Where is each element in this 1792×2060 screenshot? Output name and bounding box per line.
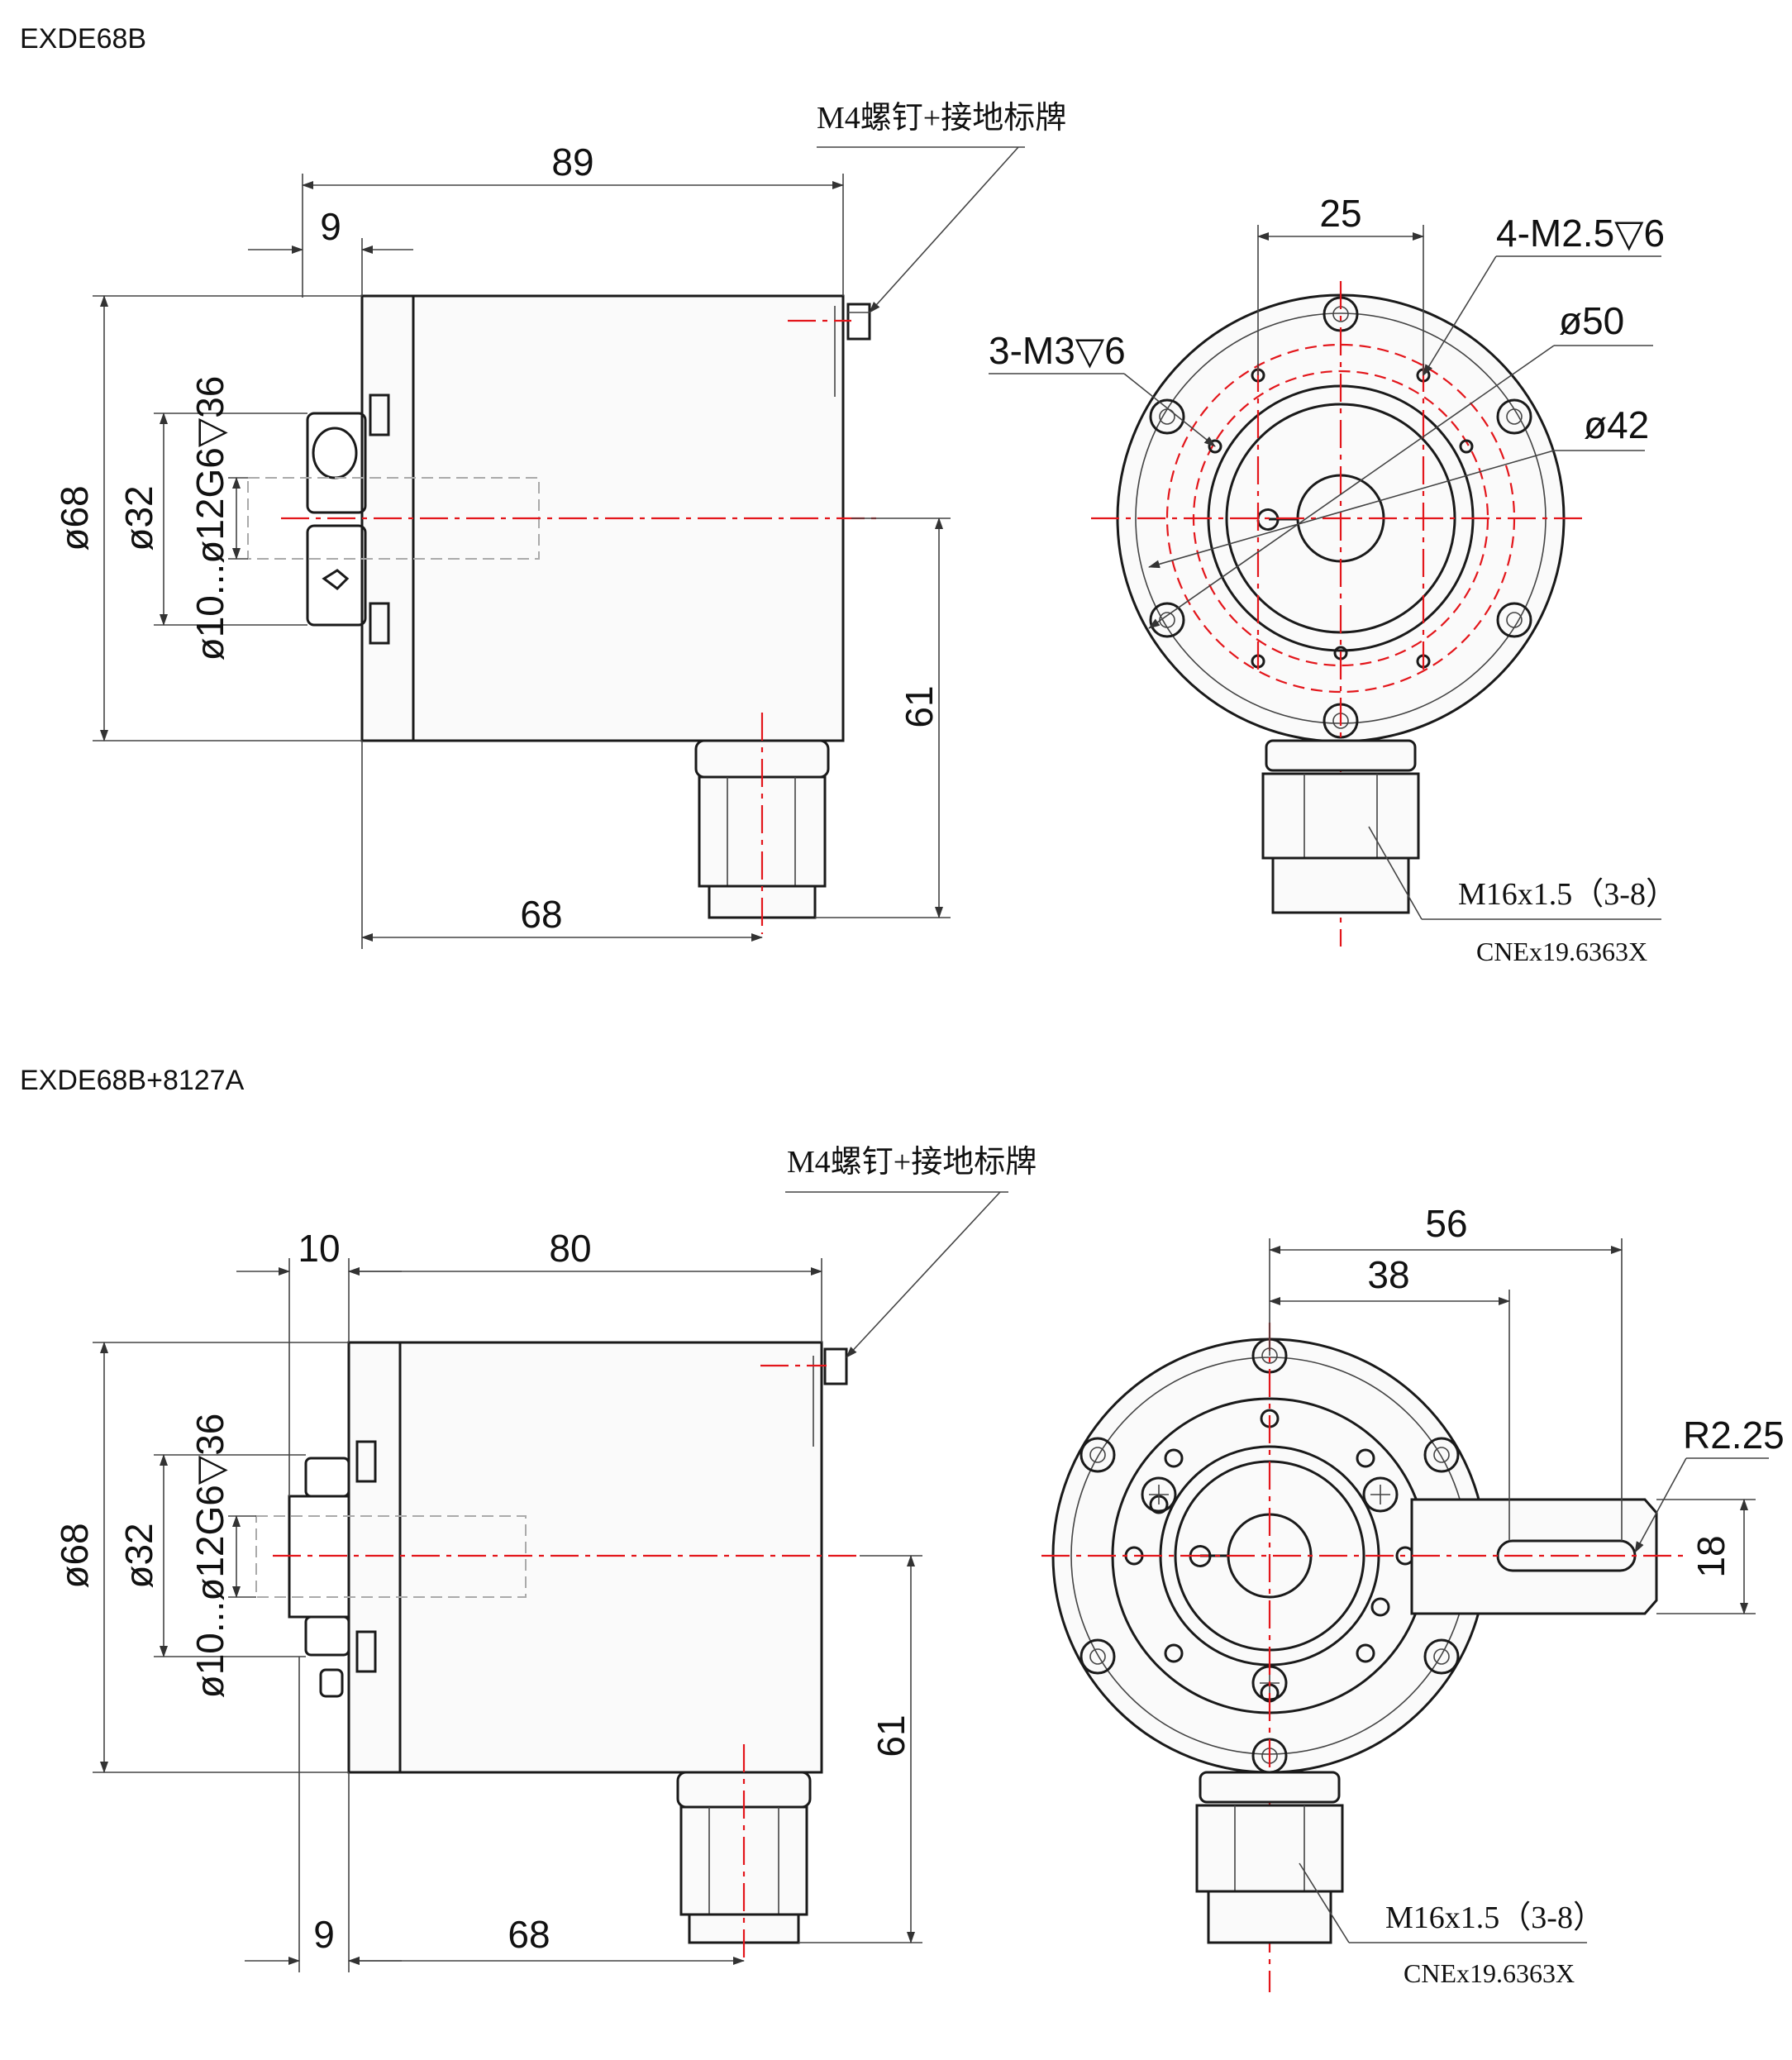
drawing-1-front-view: 25 4-M2.5▽6 3-M3▽6 ø50 ø42 M16x1.5（3-8） … <box>989 192 1677 966</box>
cert-number-2: CNEx19.6363X <box>1404 1958 1575 1988</box>
dim-length-total: 89 <box>551 141 593 184</box>
drawing-2-front-view: 56 38 R2.25 18 M16x1.5（3-8） CNEx19.6363X <box>1041 1202 1785 1992</box>
dim-shaft-dia-2: ø10...ø12G6▽36 <box>188 1414 231 1699</box>
connector-note-2: M16x1.5（3-8） <box>1385 1900 1604 1935</box>
drawing-2-title: EXDE68B+8127A <box>20 1065 245 1096</box>
front-gland-end <box>1271 856 1410 914</box>
connector-note: M16x1.5（3-8） <box>1458 877 1677 912</box>
dim-length-body: 80 <box>549 1227 591 1270</box>
dim-arm-width: 18 <box>1690 1535 1732 1577</box>
front-gland-end-2 <box>1207 1890 1332 1944</box>
label-radius: R2.25 <box>1683 1414 1785 1457</box>
screw-note: M4螺钉+接地标牌 <box>817 101 1066 136</box>
dim-flange-2: 10 <box>298 1227 340 1270</box>
flange-window <box>369 393 390 436</box>
flange-window-2 <box>355 1440 377 1483</box>
flange-plate-2 <box>347 1341 402 1774</box>
label-thread-a: 4-M2.5▽6 <box>1496 212 1665 255</box>
front-gland-nut <box>1265 739 1417 772</box>
dim-hole-spacing: 25 <box>1319 192 1361 235</box>
encoder-housing-2 <box>398 1341 823 1774</box>
label-pcd-a: ø50 <box>1559 299 1624 342</box>
cert-number: CNEx19.6363X <box>1476 937 1647 966</box>
dim-arm-slot: 38 <box>1367 1253 1409 1296</box>
dim-connector-offset: 68 <box>520 893 562 936</box>
drawing-1-title: EXDE68B <box>20 23 146 55</box>
drawing-2-side-view: 10 80 ø68 ø32 ø10...ø12G6▽36 61 9 68 <box>53 1145 1037 1972</box>
dim-arm-total: 56 <box>1425 1202 1467 1245</box>
flange-window <box>369 602 390 645</box>
drawing-1-side-view: 89 9 ø68 ø32 ø10...ø12G6▽36 61 68 M4螺钉+接… <box>53 101 1066 949</box>
dim-connector-offset-2: 68 <box>508 1913 550 1956</box>
front-gland-nut-2 <box>1199 1771 1341 1804</box>
dim-flange-bottom-2: 9 <box>313 1913 335 1956</box>
dim-clamp-dia-2: ø32 <box>117 1523 160 1588</box>
hidden-shaft-bore-2 <box>255 1515 527 1598</box>
clamp-lower <box>306 524 367 627</box>
clamp-upper <box>306 412 367 514</box>
front-gland-body <box>1261 772 1420 860</box>
screw-note-2: M4螺钉+接地标牌 <box>787 1145 1037 1180</box>
label-pcd-b: ø42 <box>1584 403 1649 446</box>
dim-body-dia: ø68 <box>53 485 96 551</box>
ground-screw-2 <box>823 1347 848 1385</box>
stator-arm <box>1410 1498 1658 1615</box>
dim-shaft-dia: ø10...ø12G6▽36 <box>188 376 231 661</box>
dim-body-dia-2: ø68 <box>53 1523 96 1588</box>
flange-window-2 <box>355 1630 377 1673</box>
dim-height-connector-2: 61 <box>870 1714 913 1757</box>
dim-flange: 9 <box>320 205 341 248</box>
label-thread-b: 3-M3▽6 <box>989 329 1126 372</box>
dim-clamp-dia: ø32 <box>117 485 160 551</box>
dim-height-connector: 61 <box>898 685 941 727</box>
front-gland-body-2 <box>1195 1804 1344 1893</box>
